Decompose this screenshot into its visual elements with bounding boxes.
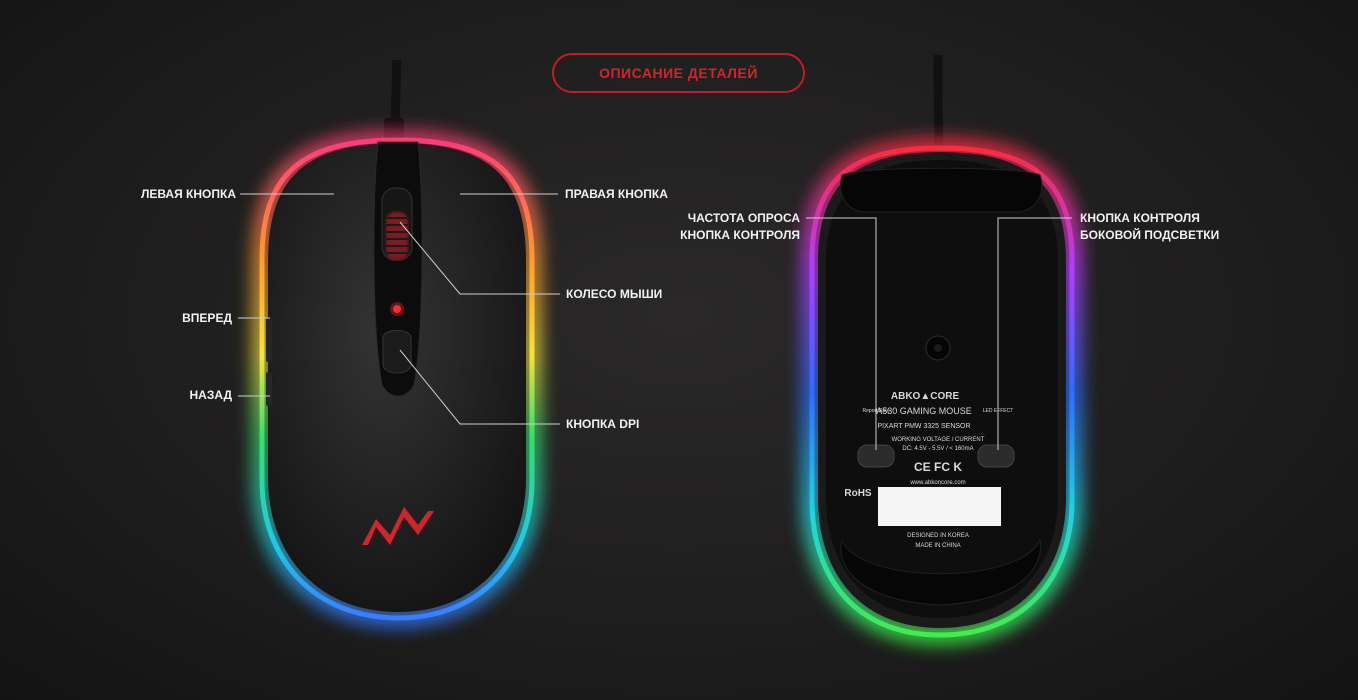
label-polling-rate-line1: ЧАСТОТА ОПРОСА (687, 211, 800, 225)
label-polling-rate: ЧАСТОТА ОПРОСА КНОПКА КОНТРОЛЯ (640, 210, 800, 244)
underside-print: ABKO▲CORE A530 GAMING MOUSE PIXART PMW 3… (844, 391, 1013, 549)
underside-brand: ABKO▲CORE (891, 391, 960, 402)
underside-voltage-title: WORKING VOLTAGE / CURRENT (892, 437, 985, 443)
underside-sensor: PIXART PMW 3325 SENSOR (877, 423, 970, 430)
mouse-top-view (254, 59, 540, 627)
underside-model: A530 GAMING MOUSE (876, 406, 972, 416)
label-back: НАЗАД (189, 388, 232, 402)
section-title: ОПИСАНИЕ ДЕТАЛЕЙ (552, 53, 805, 93)
underside-designed: DESIGNED IN KOREA (907, 533, 969, 539)
underside-voltage-value: DC: 4.5V - 5.5V / < 160mA (902, 446, 973, 452)
underside-led-effect: LED EFFECT (983, 408, 1014, 414)
label-scroll-wheel: КОЛЕСО МЫШИ (566, 287, 663, 301)
leader-lines (238, 193, 1072, 450)
label-right-button: ПРАВАЯ КНОПКА (565, 187, 668, 201)
underside-made: MADE IN CHINA (915, 543, 960, 549)
abko-logo (362, 507, 434, 545)
label-dpi-button: КНОПКА DPI (566, 417, 640, 431)
label-led-control-line2: БОКОВОЙ ПОДСВЕТКИ (1080, 228, 1220, 242)
label-led-control: КНОПКА КОНТРОЛЯ БОКОВОЙ ПОДСВЕТКИ (1080, 210, 1219, 244)
label-left-button: ЛЕВАЯ КНОПКА (140, 187, 236, 201)
label-polling-rate-line2: КНОПКА КОНТРОЛЯ (680, 228, 800, 242)
label-led-control-line1: КНОПКА КОНТРОЛЯ (1080, 211, 1200, 225)
mouse-bottom-view (803, 54, 1081, 645)
underside-certifications: CE FC K (914, 460, 962, 474)
label-forward: ВПЕРЕД (182, 311, 232, 325)
underside-website: www.abkoncore.com (909, 480, 965, 486)
underside-rohs: RoHS (844, 488, 872, 499)
underside-report-rate: Report Rate (863, 408, 890, 414)
